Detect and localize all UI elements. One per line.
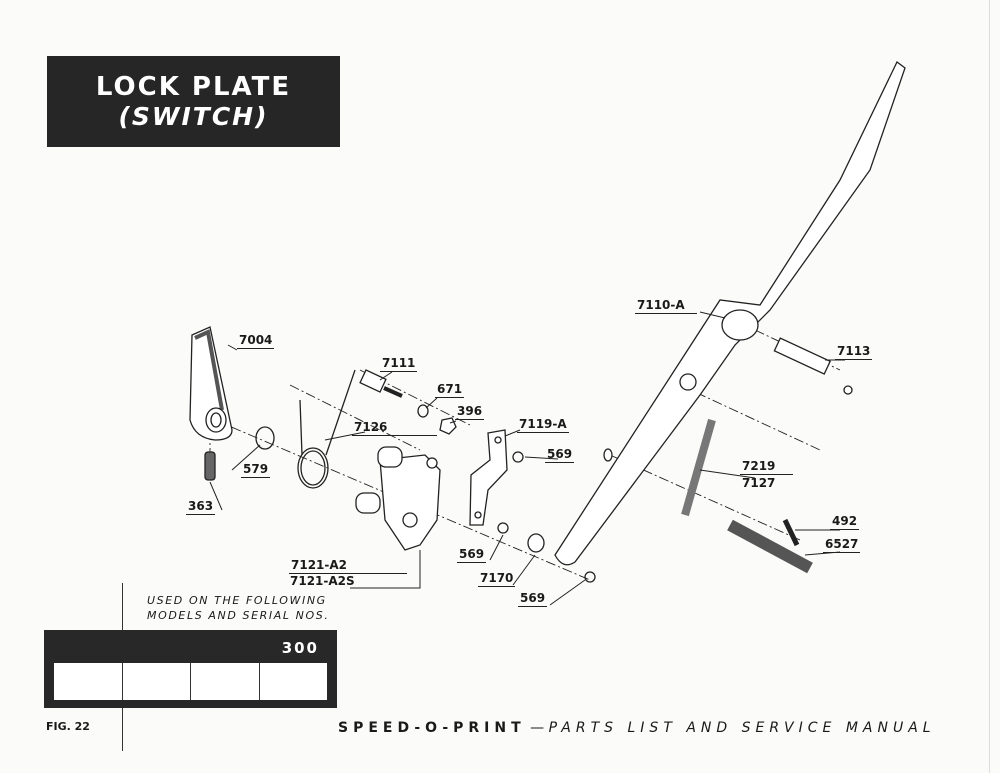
label-6527: 6527 <box>823 537 861 553</box>
label-7121-a2s: 7121-A2S <box>290 574 355 588</box>
label-671: 671 <box>435 382 465 398</box>
models-caption-line2: MODELS AND SERIAL NOS. <box>147 609 330 622</box>
part-7126-spring <box>297 369 356 489</box>
part-579-ring <box>255 426 275 450</box>
page-edge <box>989 0 990 773</box>
model-number: 300 <box>281 639 319 657</box>
label-7219: 7219 <box>740 460 794 475</box>
label-569-bottom: 569 <box>518 591 548 607</box>
label-7110-a: 7110-A <box>635 299 697 314</box>
models-caption: USED ON THE FOLLOWING MODELS AND SERIAL … <box>147 593 329 623</box>
serial-cell <box>122 663 190 700</box>
footer-brand: SPEED-O-PRINT <box>338 720 526 736</box>
label-7111: 7111 <box>380 356 418 372</box>
part-7121-lock-plate <box>355 446 441 551</box>
part-7004-handle <box>189 326 233 441</box>
title-line2: (SWITCH) <box>118 102 269 131</box>
part-7110a-lever <box>554 61 906 566</box>
label-7004: 7004 <box>237 333 275 349</box>
label-7121-a2: 7121-A2 <box>289 559 408 574</box>
part-363-spring <box>204 451 216 481</box>
leader-lines <box>209 311 845 606</box>
figure-number: FIG. 22 <box>46 720 90 733</box>
label-569-middle: 569 <box>457 547 487 563</box>
title-line1: LOCK PLATE <box>95 72 292 102</box>
label-7126: 7126 <box>352 421 438 436</box>
serial-cell <box>54 663 122 700</box>
part-569-nut-b <box>497 522 509 534</box>
part-7113-stud <box>773 337 853 395</box>
footer: SPEED-O-PRINT — PARTS LIST AND SERVICE M… <box>338 720 936 736</box>
label-579: 579 <box>241 462 271 478</box>
label-7113: 7113 <box>835 344 873 360</box>
part-6527-spring <box>727 519 813 574</box>
part-569-nut-c <box>584 571 596 583</box>
part-7111-stud <box>359 369 403 398</box>
label-7127: 7127 <box>742 476 776 490</box>
part-396-nut <box>439 417 457 435</box>
label-396: 396 <box>455 404 485 420</box>
part-7219-spring <box>681 418 716 517</box>
part-492-pin <box>782 518 800 547</box>
part-569-nut-a <box>512 451 524 463</box>
part-671-washer <box>417 404 429 418</box>
label-363: 363 <box>186 499 216 515</box>
footer-dash: — <box>525 720 549 736</box>
label-7119-a: 7119-A <box>517 417 569 433</box>
models-caption-line1: USED ON THE FOLLOWING <box>147 594 327 607</box>
part-7119a-bracket <box>469 429 508 526</box>
title-box: LOCK PLATE (SWITCH) <box>47 56 340 147</box>
serial-cell <box>191 663 259 700</box>
serial-cell <box>259 663 327 700</box>
footer-title: PARTS LIST AND SERVICE MANUAL <box>548 720 936 736</box>
models-table: 300 <box>44 630 337 708</box>
part-7170-washer <box>527 533 545 553</box>
label-569-top: 569 <box>545 447 575 463</box>
label-492: 492 <box>830 514 860 530</box>
label-7170: 7170 <box>478 571 516 587</box>
